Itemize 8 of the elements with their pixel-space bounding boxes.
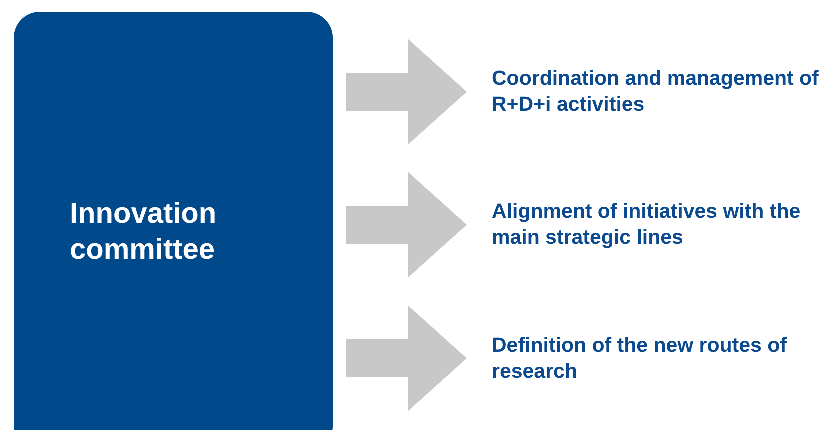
block-arrow (346, 172, 467, 278)
block-arrow (346, 39, 467, 145)
task-text: Definition of the new routes of research (492, 332, 788, 384)
task-text: Alignment of initiatives with the main strategic lines (492, 199, 802, 251)
block-arrow (346, 306, 467, 412)
committee-title: Innovation committee (70, 197, 218, 268)
committee-box (14, 12, 333, 430)
task-text: Coordination and management of R+D+i activities (492, 66, 820, 118)
